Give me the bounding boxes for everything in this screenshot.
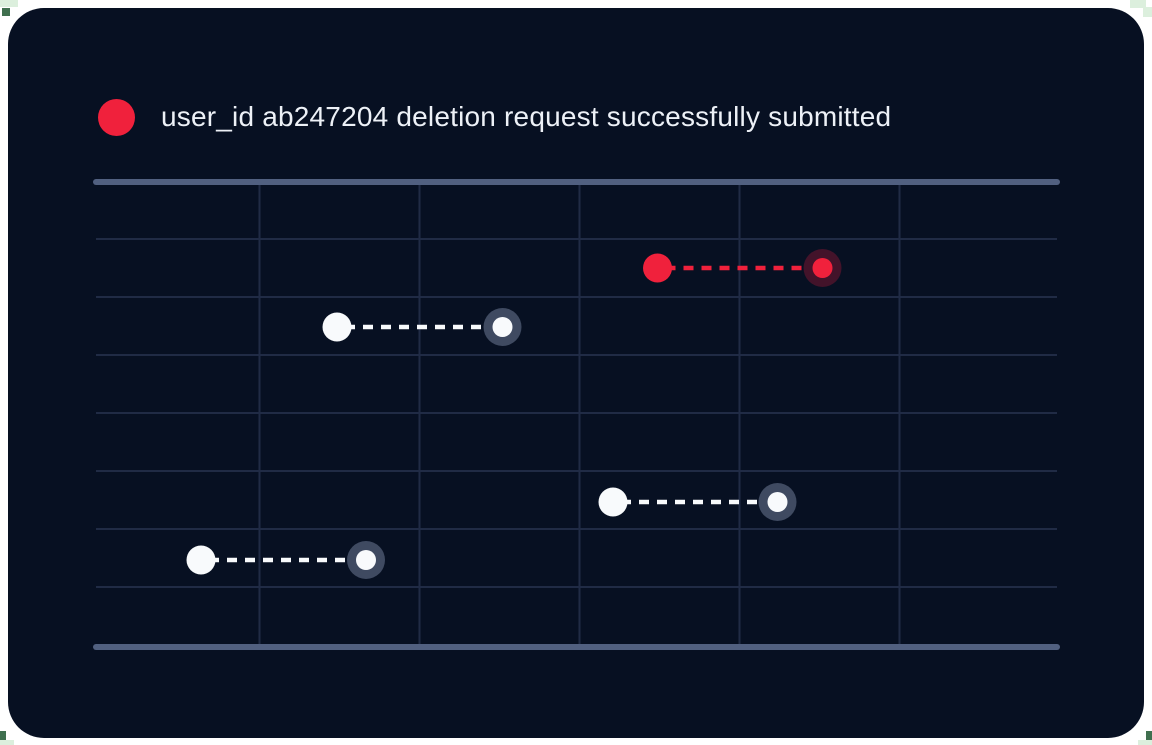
status-row: user_id ab247204 deletion request succes… <box>98 98 891 136</box>
corner-pattern-square <box>0 740 14 745</box>
corner-pattern-square <box>1138 740 1152 745</box>
corner-pattern-square <box>1130 0 1146 8</box>
corner-pattern-square <box>0 731 6 740</box>
status-message: user_id ab247204 deletion request succes… <box>161 101 892 132</box>
status-card <box>8 8 1144 738</box>
corner-pattern-square <box>1146 731 1152 740</box>
status-indicator-icon <box>98 98 135 136</box>
corner-pattern-square <box>2 8 10 16</box>
corner-pattern-square <box>0 0 18 7</box>
corner-pattern-square <box>1143 7 1152 17</box>
